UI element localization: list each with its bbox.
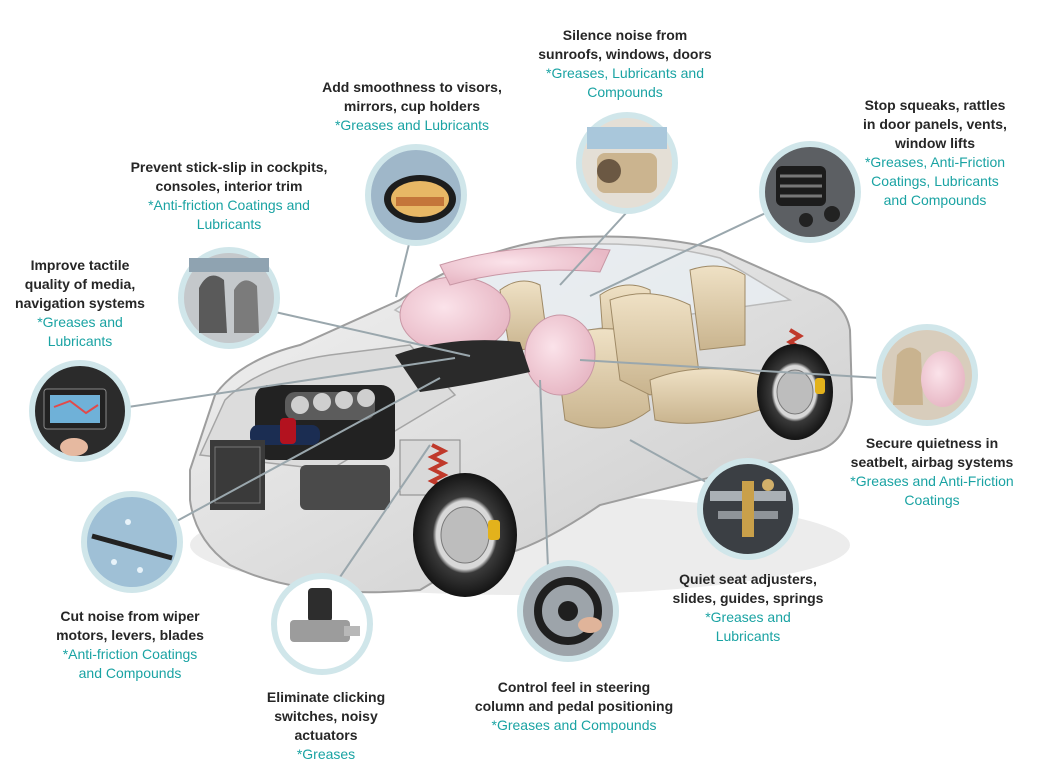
- callout-sunroof: Silence noise from sunroofs, windows, do…: [520, 26, 730, 102]
- callout-products: *Anti-friction Coatings and Lubricants: [148, 197, 310, 232]
- side-mirror-photo: [365, 144, 467, 246]
- callout-title: Quiet seat adjusters, slides, guides, sp…: [672, 571, 824, 606]
- wiper-blade-photo: [81, 491, 183, 593]
- leader-line-visors: [395, 239, 411, 298]
- callout-products: *Greases: [296, 746, 356, 762]
- interior-seats-photo: [178, 247, 280, 349]
- steering-wheel-photo: [517, 560, 619, 662]
- callout-cockpit: Prevent stick-slip in cockpits, consoles…: [106, 158, 352, 234]
- leader-line-media: [127, 357, 456, 408]
- air-vent-photo: [759, 141, 861, 243]
- leader-line-seatbelt: [579, 359, 881, 379]
- callout-products: *Greases and Lubricants: [334, 117, 490, 133]
- seat-mechanism-photo: [697, 458, 799, 560]
- callout-doorpanels: Stop squeaks, rattles in door panels, ve…: [847, 96, 1023, 210]
- callout-products: *Greases and Lubricants: [37, 314, 123, 349]
- callout-products: *Greases and Anti-Friction Coatings: [850, 473, 1014, 508]
- callout-seatbelt: Secure quietness in seatbelt, airbag sys…: [828, 434, 1036, 510]
- leader-line-seatadjust: [629, 439, 707, 483]
- leader-line-doorpanels: [589, 209, 773, 297]
- dashboard: [395, 340, 530, 392]
- callout-visors: Add smoothness to visors, mirrors, cup h…: [300, 78, 524, 135]
- airbag-photo: [876, 324, 978, 426]
- rear-wheel: [757, 344, 833, 440]
- callout-wiper: Cut noise from wiper motors, levers, bla…: [30, 607, 230, 683]
- callout-products: *Greases and Compounds: [491, 717, 657, 733]
- callout-title: Prevent stick-slip in cockpits, consoles…: [130, 159, 328, 194]
- callout-seatadjust: Quiet seat adjusters, slides, guides, sp…: [656, 570, 840, 646]
- front-wheel: [413, 473, 517, 597]
- leader-line-sunroof: [559, 211, 628, 286]
- callout-title: Cut noise from wiper motors, levers, bla…: [56, 608, 204, 643]
- callout-products: *Greases, Lubricants and Compounds: [546, 65, 704, 100]
- actuator-photo: [271, 573, 373, 675]
- callout-products: *Greases, Anti-Friction Coatings, Lubric…: [864, 154, 1006, 208]
- callout-title: Improve tactile quality of media, naviga…: [15, 257, 145, 311]
- callout-title: Eliminate clicking switches, noisy actua…: [266, 689, 386, 743]
- callout-switches: Eliminate clicking switches, noisy actua…: [236, 688, 416, 764]
- leader-line-wiper: [174, 377, 441, 523]
- callout-title: Silence noise from sunroofs, windows, do…: [538, 27, 712, 62]
- sunroof-cabin-photo: [576, 112, 678, 214]
- airbags: [399, 246, 611, 396]
- leader-line-switches: [337, 444, 431, 581]
- leader-lines: [127, 209, 881, 581]
- leader-line-cockpit: [274, 311, 471, 357]
- navigation-screen-photo: [29, 360, 131, 462]
- leader-line-steering: [539, 379, 549, 569]
- callout-media: Improve tactile quality of media, naviga…: [4, 256, 156, 351]
- callout-title: Control feel in steering column and peda…: [474, 679, 674, 714]
- callout-title: Stop squeaks, rattles in door panels, ve…: [863, 97, 1007, 151]
- callout-title: Add smoothness to visors, mirrors, cup h…: [322, 79, 502, 114]
- callout-steering: Control feel in steering column and peda…: [450, 678, 698, 735]
- callout-products: *Greases and Lubricants: [705, 609, 791, 644]
- callout-products: *Anti-friction Coatings and Compounds: [62, 646, 198, 681]
- callout-title: Secure quietness in seatbelt, airbag sys…: [850, 435, 1014, 470]
